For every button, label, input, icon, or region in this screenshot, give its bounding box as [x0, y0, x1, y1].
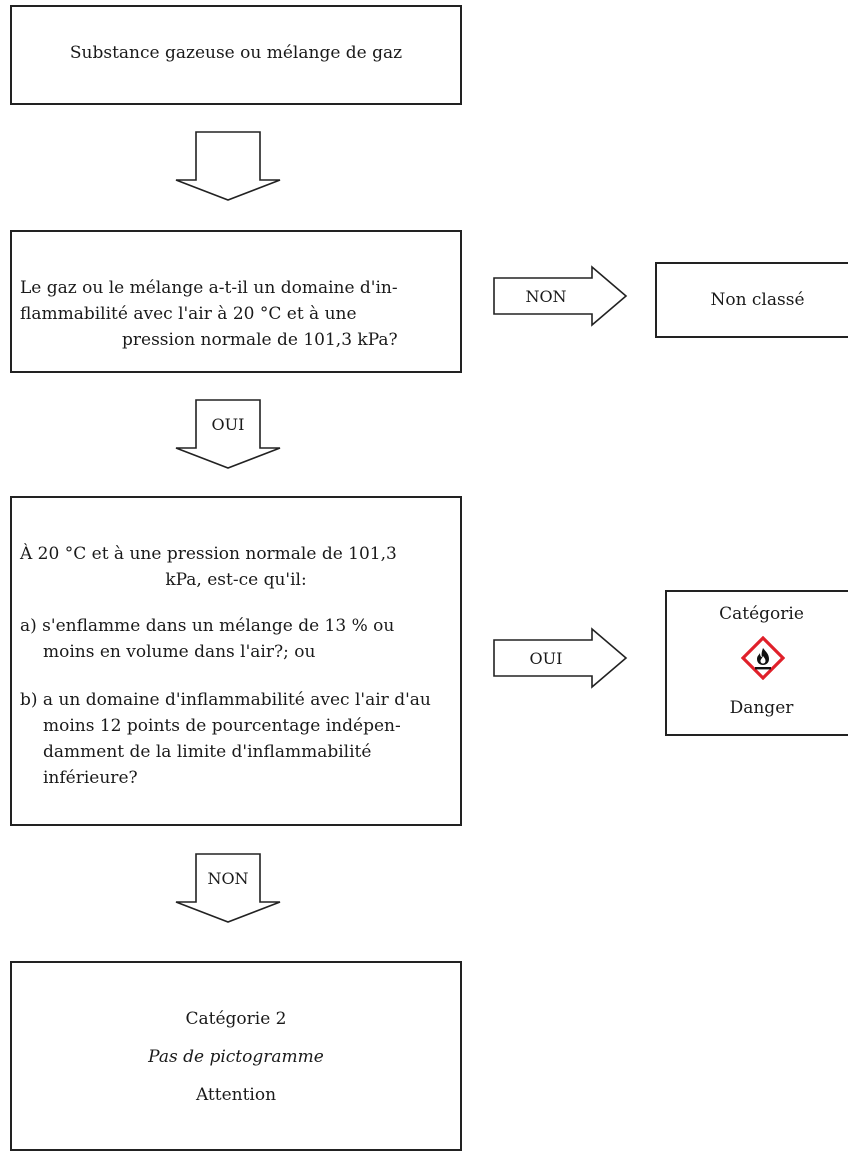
not-classified-text: Non classé — [710, 290, 805, 310]
start-box-text: Substance gazeuse ou mélange de gaz — [69, 43, 403, 63]
question-2-b-line-2: moins 12 points de pourcentage indépen- — [43, 716, 401, 736]
question-box-2: À 20 °C et à une pression normale de 101… — [10, 496, 462, 826]
question-1-line-1: Le gaz ou le mélange a-t-il un domaine d… — [20, 278, 398, 298]
question-box-1: Le gaz ou le mélange a-t-il un domaine d… — [10, 230, 462, 373]
not-classified-box: Non classé — [655, 262, 848, 338]
arrow-non-right: NON — [493, 265, 628, 327]
category-2-pictogram-text: Pas de pictogramme — [148, 1047, 324, 1067]
question-2-b-line-4: inférieure? — [43, 768, 138, 788]
category-2-box: Catégorie 2 Pas de pictogramme Attention — [10, 961, 462, 1151]
arrow-non-down: NON — [175, 853, 281, 923]
question-2-a-line-2: moins en volume dans l'air?; ou — [43, 642, 316, 662]
arrow-oui-down: OUI — [175, 399, 281, 469]
arrow-oui-right-label: OUI — [530, 649, 563, 668]
arrow-non-right-label: NON — [525, 287, 566, 306]
arrow-non-down-label: NON — [207, 869, 248, 888]
start-box: Substance gazeuse ou mélange de gaz — [10, 5, 462, 105]
arrow-oui-down-label: OUI — [212, 415, 245, 434]
question-2-intro-line-2: kPa, est-ce qu'il: — [165, 570, 307, 590]
category-2-title: Catégorie 2 — [185, 1009, 287, 1029]
question-2-a-line-1: a) s'enflamme dans un mélange de 13 % ou — [20, 616, 395, 636]
question-1-line-3: pression normale de 101,3 kPa? — [122, 330, 398, 350]
category-1-signal-word: Danger — [729, 698, 794, 718]
question-1-line-2: flammabilité avec l'air à 20 °C et à une — [20, 304, 357, 324]
question-2-b-line-1: b) a un domaine d'inflammabilité avec l'… — [20, 690, 431, 710]
category-2-signal-word: Attention — [195, 1085, 277, 1105]
question-2-b-line-3: damment de la limite d'inflammabilité — [43, 742, 372, 762]
category-1-box: Catégorie Danger — [665, 590, 848, 736]
question-2-intro-line-1: À 20 °C et à une pression normale de 101… — [20, 544, 397, 564]
arrow-down-1 — [175, 131, 281, 201]
category-1-title: Catégorie — [719, 604, 804, 624]
flame-icon — [741, 636, 785, 680]
arrow-oui-right: OUI — [493, 627, 628, 689]
